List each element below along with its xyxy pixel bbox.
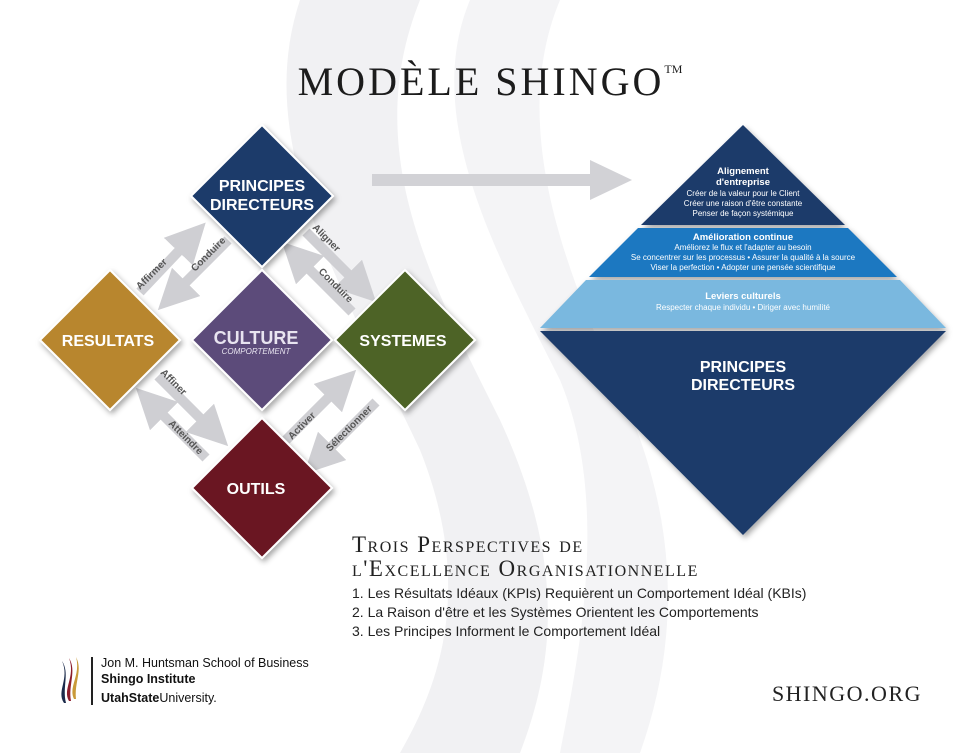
comportement-label: COMPORTEMENT — [222, 347, 292, 356]
institution-block: Jon M. Huntsman School of Business Shing… — [101, 655, 309, 706]
diamond-principes — [189, 123, 335, 269]
selectionner-arrow — [303, 398, 380, 475]
top-line: Penser de façon systémique — [693, 209, 794, 218]
middle-line: Viser la perfection • Adopter une pensée… — [651, 263, 837, 272]
middle-line: Améliorez le flux et l'adapter au besoin — [674, 243, 811, 252]
label-activer: Activer — [286, 410, 318, 442]
perspective-item: 3. Les Principes Informent le Comporteme… — [352, 623, 661, 639]
perspective-item: 2. La Raison d'être et les Systèmes Orie… — [352, 604, 759, 620]
pyramid-top — [641, 125, 845, 225]
pyramid-base — [540, 331, 946, 535]
principes-label-2: DIRECTEURS — [210, 197, 314, 214]
diamond-systemes — [333, 268, 477, 412]
diamond-resultats — [38, 268, 182, 412]
diamond-culture — [190, 268, 334, 412]
pyramid — [540, 125, 946, 535]
resultats-label: RESULTATS — [62, 333, 155, 350]
atteindre-arrow — [135, 387, 210, 462]
big-right-arrow — [372, 160, 632, 200]
conduire-right-arrow — [281, 241, 356, 316]
top-title-2: d'entreprise — [716, 177, 770, 188]
base-label-1: PRINCIPES — [700, 359, 787, 376]
perspective-item: 1. Les Résultats Idéaux (KPIs) Requièren… — [352, 585, 807, 601]
conduire-left-arrow — [157, 236, 232, 311]
affiner-arrow — [154, 372, 229, 447]
outils-label: OUTILS — [227, 481, 286, 498]
perspectives-heading-2: l'Excellence Organisationnelle — [352, 556, 699, 581]
middle-title: Amélioration continue — [693, 232, 793, 243]
pyramid-middle — [589, 228, 897, 277]
usu-logo: UtahStateUniversity. — [101, 691, 217, 705]
label-selectionner: Sélectionner — [324, 404, 374, 454]
perspectives-heading-1: Trois Perspectives de — [352, 532, 584, 557]
top-line: Créer de la valeur pour le Client — [687, 189, 801, 198]
activer-arrow — [282, 369, 357, 444]
bottom-line: Respecter chaque individu • Diriger avec… — [656, 303, 831, 312]
logo-divider — [91, 657, 93, 705]
aligner-arrow — [302, 228, 377, 303]
institute-name: Shingo Institute — [101, 672, 196, 686]
middle-line: Se concentrer sur les processus • Assure… — [631, 253, 856, 262]
diamond-outils — [190, 416, 334, 560]
perspectives-section: Trois Perspectives de l'Excellence Organ… — [352, 533, 806, 641]
flame-logo-icon — [61, 657, 79, 703]
affirmer-arrow — [136, 222, 206, 296]
pyramid-bottom — [540, 280, 946, 328]
website-link[interactable]: SHINGO.ORG — [771, 681, 922, 706]
culture-label: CULTURE — [214, 328, 299, 348]
bottom-title: Leviers culturels — [705, 291, 781, 302]
page-title: Modèle ShingoTM — [297, 59, 683, 104]
systemes-label: SYSTEMES — [359, 333, 446, 350]
top-title-1: Alignement — [717, 166, 770, 177]
base-label-2: DIRECTEURS — [691, 377, 795, 394]
label-atteindre: Atteindre — [166, 418, 205, 457]
principes-label-1: PRINCIPES — [219, 178, 306, 195]
school-name: Jon M. Huntsman School of Business — [101, 656, 309, 670]
label-affirmer: Affirmer — [134, 257, 169, 292]
top-line: Créer une raison d'être constante — [684, 199, 803, 208]
